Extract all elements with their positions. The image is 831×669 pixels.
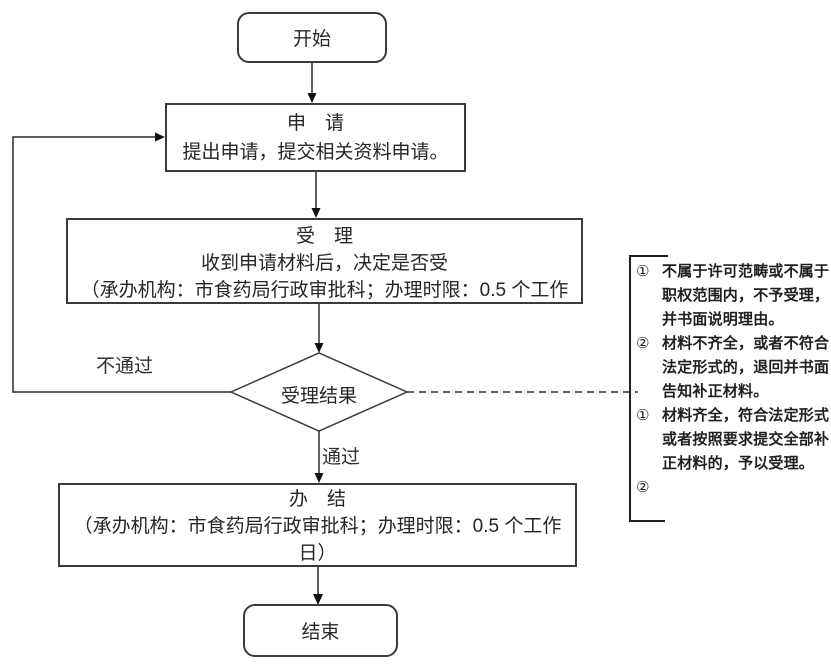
annotation-text: 材料齐全，符合法定形式， 或者按照要求提交全部补 正材料的，予以受理。	[662, 407, 831, 472]
apply-title: 申 请	[286, 113, 344, 134]
node-accept: 受 理 收到申请材料后，决定是否受 （承办机构：市食药局行政审批科；办理时限：0…	[66, 218, 583, 304]
annotation-item: ① 不属于许可范畴或不属于 职权范围内，不予受理， 并书面说明理由。	[636, 260, 831, 332]
start-label: 开始	[292, 29, 331, 50]
edge-label-fail: 不通过	[96, 356, 154, 377]
arrowhead-accept-decision	[314, 343, 324, 353]
annotation-text: 材料不齐全，或者不符合 法定形式的，退回并书面 告知补正材料。	[662, 335, 830, 400]
annotation-panel: ① 不属于许可范畴或不属于 职权范围内，不予受理， 并书面说明理由。 ② 材料不…	[636, 260, 831, 500]
node-start: 开始	[237, 12, 387, 63]
annotation-marker: ②	[636, 479, 650, 496]
accept-title: 受 理	[295, 226, 353, 247]
annotation-text: 不属于许可范畴或不属于 职权范围内，不予受理， 并书面说明理由。	[662, 263, 830, 328]
annotation-item: ②	[636, 476, 831, 500]
annotation-marker: ①	[636, 407, 650, 424]
arrowhead-complete-end	[313, 594, 323, 605]
edge-decision-apply-fail	[12, 136, 231, 393]
annotation-marker: ②	[636, 335, 650, 352]
node-complete: 办 结 （承办机构：市食药局行政审批科；办理时限：0.5 个工作 日）	[58, 483, 577, 567]
apply-body: 提出申请，提交相关资料申请。	[182, 142, 449, 163]
annotation-marker: ①	[636, 263, 650, 280]
complete-body: （承办机构：市食药局行政审批科；办理时限：0.5 个工作 日）	[73, 516, 562, 564]
annotation-item: ① 材料齐全，符合法定形式， 或者按照要求提交全部补 正材料的，予以受理。	[636, 404, 831, 476]
accept-body: 收到申请材料后，决定是否受 （承办机构：市食药局行政审批科；办理时限：0.5 个…	[80, 253, 569, 301]
decision-label: 受理结果	[280, 386, 357, 407]
arrowhead-start-apply	[307, 93, 317, 103]
annotation-item: ② 材料不齐全，或者不符合 法定形式的，退回并书面 告知补正材料。	[636, 332, 831, 404]
arrowhead-apply-accept	[311, 208, 321, 218]
arrowhead-fail-apply	[155, 132, 165, 142]
annotation-bracket	[629, 255, 668, 522]
node-end: 结束	[243, 604, 398, 657]
end-label: 结束	[301, 622, 340, 643]
node-apply: 申 请 提出申请，提交相关资料申请。	[165, 103, 466, 172]
arrowhead-decision-complete	[314, 473, 324, 483]
edge-label-pass: 通过	[322, 447, 361, 468]
complete-title: 办 结	[288, 489, 346, 510]
